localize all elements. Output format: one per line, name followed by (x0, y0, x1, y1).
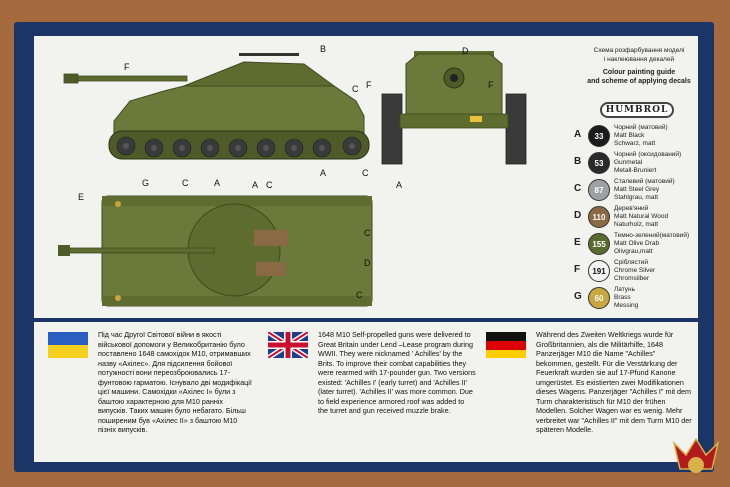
color-name-en: Matt Natural Wood (614, 213, 669, 220)
color-name-de: Schwarz, matt (614, 140, 656, 147)
color-letter: F (574, 264, 581, 275)
paint-swatch: 155 (588, 233, 610, 255)
callout-front-f1: F (366, 80, 372, 90)
color-name-de: Naturholz, matt (614, 221, 659, 228)
callout-side-c2: C (266, 180, 273, 190)
callout-top-g: G (142, 178, 149, 188)
callout-front-f2: F (488, 80, 494, 90)
ukraine-flag-icon (48, 332, 88, 358)
description-ua-text: Під час Другої Світової війни в якості в… (98, 330, 252, 434)
guide-title-en-1: Colour painting guide (602, 69, 676, 76)
color-letter: A (574, 129, 582, 140)
callout-top-a: A (214, 178, 220, 188)
callout-side-c1: C (352, 84, 359, 94)
color-name-en: Chrome Silver (614, 267, 656, 274)
color-name-en: Matt Black (614, 132, 645, 139)
description-ua: Під час Другої Світової війни в якості в… (48, 330, 253, 435)
color-name-de: Olivgrau,matt (614, 248, 653, 255)
description-en-text: 1648 M10 Self-propelled guns were delive… (318, 330, 476, 415)
color-name-ua: Сталевий (матовий) (614, 178, 675, 185)
color-name-ua: Темно-зелений(матовий) (614, 232, 690, 239)
color-name-ua: Сріблястий (614, 259, 648, 266)
color-letter: G (574, 291, 582, 302)
description-de: Während des Zweiten Weltkriegs wurde für… (486, 330, 694, 435)
humbrol-logo: HUMBROL (600, 102, 674, 118)
guide-title-en-2: and scheme of applying decals (587, 78, 691, 85)
watermark-logo-icon (672, 437, 720, 473)
color-name-ua: Чорний (оксидований) (614, 151, 682, 158)
callout-top-d: D (364, 258, 371, 268)
description-strip: Під час Другої Світової війни в якості в… (34, 322, 698, 462)
color-letter: D (574, 210, 582, 221)
callout-front-a: A (396, 180, 402, 190)
color-name-ua: Латунь (614, 286, 636, 293)
callout-top-e: E (78, 192, 84, 202)
callout-side-a1: A (252, 180, 258, 190)
paint-swatch: 87 (588, 179, 610, 201)
painting-guide-panel: F B C A C A D F F C A E G C A C D C Схем… (34, 36, 698, 318)
callout-side-f: F (124, 62, 130, 72)
color-name-ua: Дерев'яний (614, 205, 649, 212)
callout-side-b: B (320, 44, 326, 54)
tank-side-view (63, 53, 370, 160)
callout-front-d: D (462, 46, 469, 56)
color-letter: B (574, 156, 582, 167)
color-name-ua: Чорний (матовий) (614, 124, 668, 131)
description-en: 1648 M10 Self-propelled guns were delive… (268, 330, 476, 416)
tank-drawings: F B C A C A D F F C A E G C A C D C (58, 44, 527, 307)
color-letter: C (574, 183, 582, 194)
color-name-en: Matt Olive Drab (614, 240, 660, 247)
tank-front-view (381, 51, 527, 165)
guide-title: Схема розфарбування моделі і наклеювання… (574, 46, 704, 86)
paint-swatch: 60 (588, 287, 610, 309)
color-name-de: Messing (614, 302, 639, 309)
callout-side-a2: A (320, 168, 326, 178)
paint-swatch: 53 (588, 152, 610, 174)
guide-title-ua-2: і наклеювання декалей (603, 56, 675, 63)
callout-top-c2: C (364, 228, 371, 238)
callout-top-c1: C (182, 178, 189, 188)
paint-swatch: 110 (588, 206, 610, 228)
color-name-de: Stahlgrau, matt (614, 194, 659, 201)
color-name-en: Matt Steel Grey (614, 186, 660, 193)
paint-swatch: 191 (588, 260, 610, 282)
color-name-de: Chromsilber (614, 275, 650, 282)
tank-top-view (58, 195, 373, 307)
paint-swatch: 33 (588, 125, 610, 147)
uk-flag-icon (268, 332, 308, 358)
color-name-en: Gunmetal (614, 159, 643, 166)
callout-front-c: C (362, 168, 369, 178)
guide-title-ua-1: Схема розфарбування моделі (593, 47, 685, 54)
color-name-en: Brass (614, 294, 631, 301)
germany-flag-icon (486, 332, 526, 358)
description-de-text: Während des Zweiten Weltkriegs wurde für… (536, 330, 692, 434)
color-letter: E (574, 237, 581, 248)
callout-top-c3: C (356, 290, 363, 300)
color-name-de: Metall-Bruniert (614, 167, 657, 174)
